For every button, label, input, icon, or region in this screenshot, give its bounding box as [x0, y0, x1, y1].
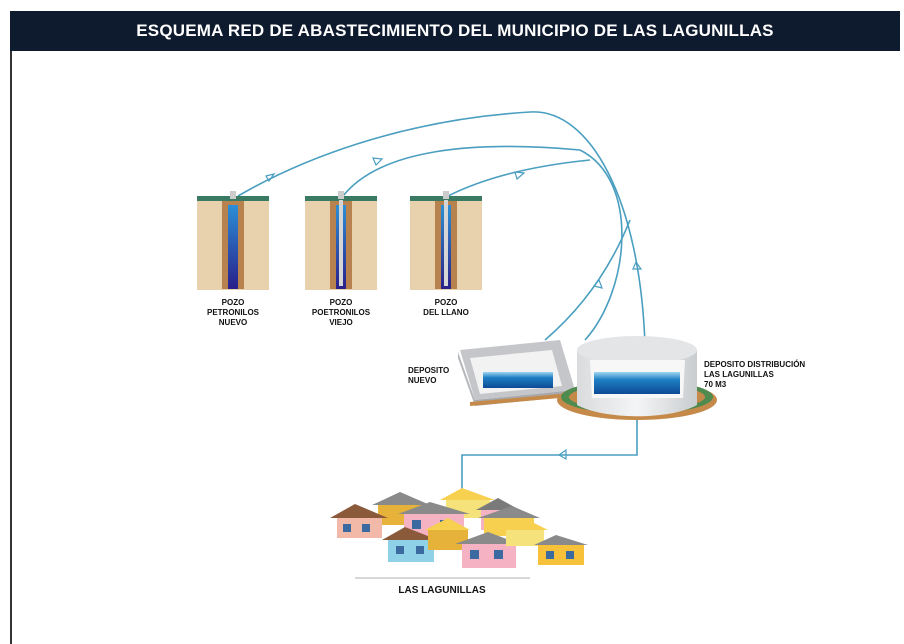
title-bar: ESQUEMA RED DE ABASTECIMIENTO DEL MUNICI…: [10, 11, 900, 51]
pipes: [237, 111, 646, 495]
pipe-to-new-deposit: [544, 219, 631, 341]
well-2-graphic: [305, 191, 377, 290]
pipe-well-2: [342, 145, 581, 197]
town-graphic: [330, 488, 588, 579]
flow-arrows: [265, 157, 643, 461]
distribution-deposit-graphic: [557, 336, 717, 420]
town-label: LAS LAGUNILLAS: [398, 585, 486, 596]
pipe-to-distribution: [579, 149, 623, 341]
arrow-icon: [592, 278, 603, 289]
arrow-icon: [557, 448, 567, 461]
arrow-icon: [514, 171, 526, 181]
new-deposit-label: DEPOSITO NUEVO: [408, 366, 450, 385]
distribution-deposit-label: DEPOSITO DISTRIBUCIÓN LAS LAGUNILLAS 70 …: [704, 360, 806, 389]
well-3-graphic: [410, 191, 482, 290]
left-border-line: [10, 51, 12, 644]
well-2-label: POZO POETRONILOS VIEJO: [311, 298, 371, 327]
well-3-label: POZO DEL LLANO: [423, 298, 469, 317]
new-deposit-graphic: [458, 340, 575, 406]
arrow-icon: [265, 173, 276, 183]
arrow-icon: [372, 157, 384, 167]
pipe-to-town: [461, 420, 638, 495]
page-title: ESQUEMA RED DE ABASTECIMIENTO DEL MUNICI…: [136, 21, 774, 40]
arrow-icon: [632, 260, 643, 270]
well-1-label: POZO PETRONILOS NUEVO: [206, 298, 260, 327]
well-1-graphic: [197, 191, 269, 290]
